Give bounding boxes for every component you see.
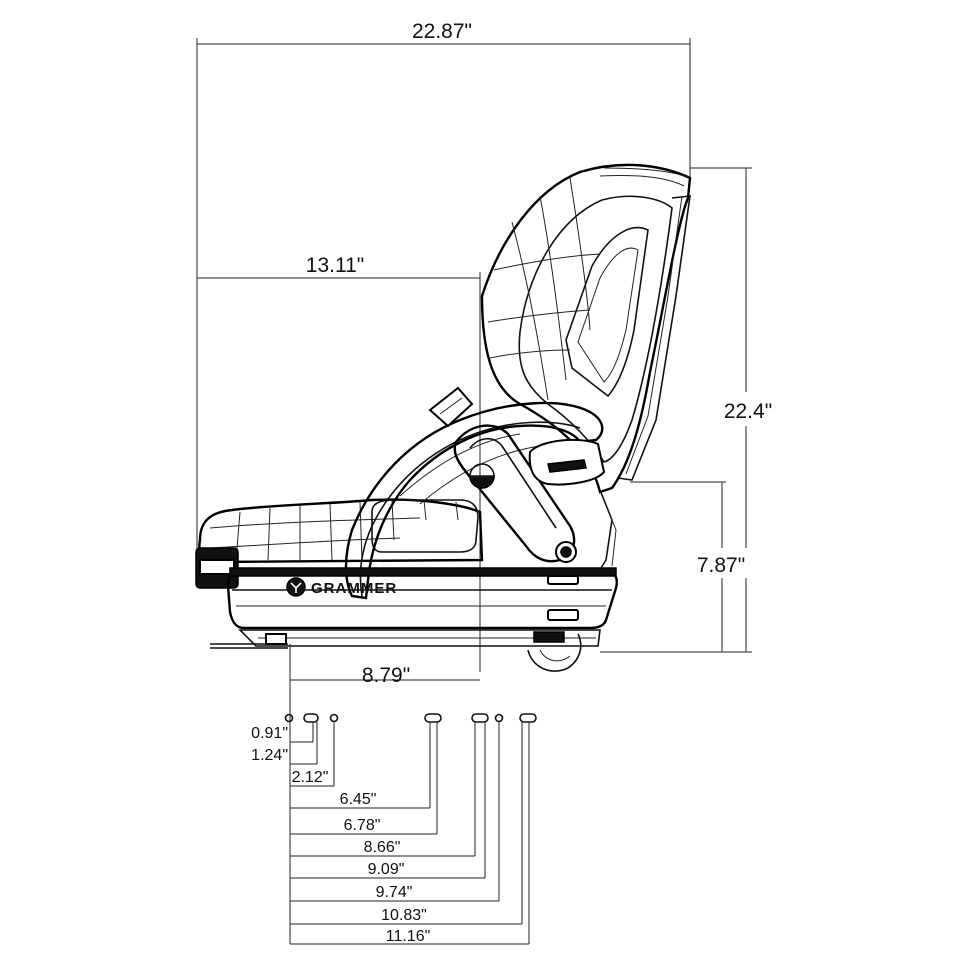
brand-label: GRAMMER (311, 580, 397, 597)
hole-offset-label: 0.91" (251, 725, 288, 742)
hole-offset-label: 9.09" (368, 861, 405, 878)
hole-offset-label: 11.16" (386, 928, 431, 945)
overall-depth-label: 22.87" (412, 20, 472, 43)
mounting-hole-chart: 0.91" 1.24" 2.12" 6.45" 6.78" 8.66" 9.09… (251, 713, 537, 945)
hole-offset-label: 1.24" (251, 747, 288, 764)
base-height-label: 7.87" (697, 554, 745, 577)
hole-offset-label: 10.83" (381, 907, 427, 924)
base-height-dimension: 7.87" (630, 481, 750, 652)
overall-height-label: 22.4" (724, 400, 772, 423)
rail-span-label: 8.79" (362, 664, 410, 687)
rail-span-dimension: 8.79" (289, 644, 480, 944)
overall-height-dimension: 22.4" (600, 167, 776, 653)
hole-offset-label: 9.74" (376, 884, 413, 901)
hole-offset-label: 2.12" (292, 769, 329, 786)
seat-illustration: GRAMMER (195, 163, 692, 672)
seat-to-backrest-label: 13.11" (306, 254, 364, 277)
hole-offset-label: 8.66" (364, 839, 401, 856)
hole-offset-label: 6.78" (344, 817, 381, 834)
seat-to-backrest-dimension: 13.11" (197, 254, 481, 672)
hole-offset-label: 6.45" (340, 791, 377, 808)
overall-depth-dimension: 22.87" (196, 20, 691, 550)
